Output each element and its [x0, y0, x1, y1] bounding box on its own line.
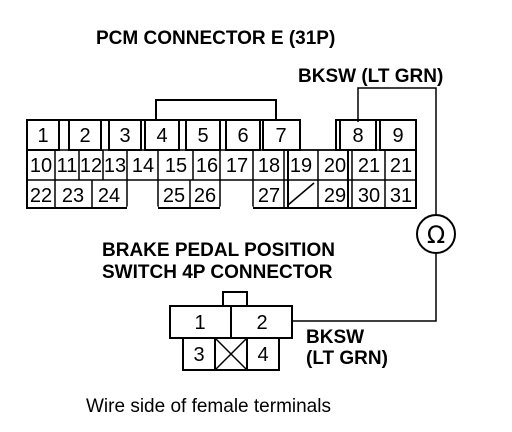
pcm-connector-title: PCM CONNECTOR E (31P): [96, 28, 335, 49]
pcm-wire-label: BKSW (LT GRN): [298, 66, 443, 87]
ohm-symbol: Ω: [427, 221, 445, 249]
pcm-pin-label: 23: [62, 185, 84, 207]
pcm-pin-label: 13: [104, 155, 126, 177]
pcm-pin-label: 10: [30, 155, 52, 177]
pcm-pin-label: 21: [358, 155, 380, 177]
test-wiring: Ω: [292, 87, 456, 322]
pcm-pin-label: 12: [80, 155, 102, 177]
pcm-pin-cell: [339, 119, 377, 151]
switch-connector-title-2: SWITCH 4P CONNECTOR: [102, 262, 333, 283]
pcm-lock-tab: [155, 99, 277, 121]
pcm-pin-label: 15: [165, 155, 187, 177]
pcm-pin-label: 9: [392, 125, 403, 147]
pcm-pin-label: 8: [352, 125, 363, 147]
pcm-pin-label: 2: [79, 125, 90, 147]
caption: Wire side of female terminals: [86, 396, 331, 417]
pcm-pin-label: 19: [290, 155, 312, 177]
pcm-pin-label: 31: [390, 185, 412, 207]
pcm-pin-cell: [185, 119, 221, 151]
pcm-pin-label: 29: [324, 185, 346, 207]
pcm-pin-label: 11: [57, 155, 78, 177]
pcm-pin-label: 14: [132, 155, 154, 177]
switch-connector: 1 2 3 4: [169, 291, 293, 371]
pcm-pin-label: 6: [237, 125, 248, 147]
pcm-pin-cell: [379, 119, 417, 151]
pcm-pin-cell: [225, 119, 261, 151]
switch-pin-label: 4: [257, 344, 268, 366]
switch-connector-title-1: BRAKE PEDAL POSITION: [102, 240, 335, 261]
switch-pin-label: 3: [193, 344, 204, 366]
pcm-pin-label: 5: [197, 125, 208, 147]
pcm-pin-label: 30: [358, 185, 380, 207]
pcm-pin-label: 27: [258, 185, 280, 207]
pcm-pin-label: 4: [156, 125, 167, 147]
pcm-pin-label: 1: [37, 125, 48, 147]
pcm-row-2: 10 11 12 13 14 15 16 17 18 19 20 21: [30, 150, 386, 180]
pcm-pin-label: 7: [275, 125, 286, 147]
pcm-pin-cell: [108, 119, 142, 151]
pcm-pin-label: 24: [98, 185, 120, 207]
switch-wire-label-1: BKSW: [306, 327, 364, 348]
pcm-row-3: 22 23 24 25 26 27 29 30 31: [30, 180, 412, 210]
switch-pin-label: 1: [194, 312, 205, 334]
pcm-pin-label: 16: [196, 155, 218, 177]
pcm-pin-label: 21: [390, 155, 412, 177]
switch-lock-tab: [222, 291, 248, 307]
pcm-pin-label: 20: [324, 155, 346, 177]
pcm-pin-label: 22: [30, 185, 52, 207]
pcm-row-1: 1 2 3 4 5 6 7 8 9: [26, 119, 417, 151]
switch-bottom-row: [182, 337, 280, 371]
pcm-pin-label: 18: [258, 155, 280, 177]
pcm-pin-label: 3: [119, 125, 130, 147]
pcm-pin-cell: [68, 119, 102, 151]
blank-pin-slash: [287, 182, 315, 206]
pcm-pin-cell: [26, 119, 60, 151]
pcm-pin-label: 17: [226, 155, 248, 177]
wire-switch-pin2: [292, 253, 437, 322]
pcm-pin-cell: [144, 119, 180, 151]
switch-wire-label-2: (LT GRN): [306, 348, 388, 369]
pcm-pin-label: 25: [163, 185, 185, 207]
pcm-connector: 1 2 3 4 5 6 7 8 9 10 11 12: [26, 99, 417, 210]
pcm-pin-label: 26: [194, 185, 216, 207]
pcm-pin-cell: [262, 119, 301, 151]
switch-pin-label: 2: [256, 312, 267, 334]
wire-pcm-pin8: [357, 87, 437, 214]
